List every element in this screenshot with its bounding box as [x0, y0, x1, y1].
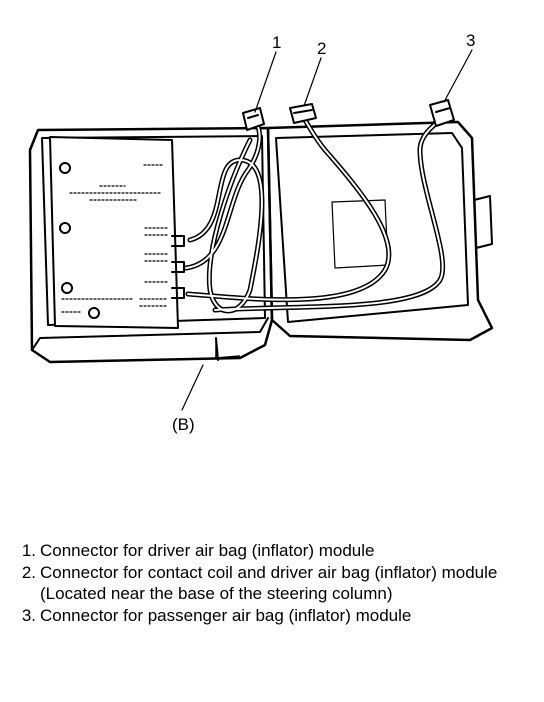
callout-1: 1	[272, 33, 281, 52]
legend-text: Connector for passenger air bag (inflato…	[40, 605, 412, 625]
legend-number: 3.	[21, 605, 36, 625]
legend: 1. Connector for driver air bag (inflato…	[0, 540, 544, 626]
part-label-b: (B)	[172, 415, 195, 434]
control-module-board	[49, 136, 185, 329]
legend-number: 1.	[21, 541, 36, 560]
leader-lines	[181, 49, 473, 411]
legend-text: Connector for contact coil and driver ai…	[40, 562, 498, 604]
legend-text: Connector for driver air bag (inflator) …	[40, 541, 375, 560]
legend-item: 1. Connector for driver air bag (inflato…	[0, 540, 544, 562]
legend-item: 2. Connector for contact coil and driver…	[0, 562, 544, 605]
callout-2: 2	[317, 39, 326, 58]
connector-1	[242, 107, 265, 131]
airbag-connector-case-illustration: 1 2 3 (B)	[28, 31, 494, 434]
legend-number: 2.	[21, 562, 36, 582]
legend-item: 3. Connector for passenger air bag (infl…	[0, 605, 544, 627]
callout-3: 3	[466, 31, 475, 50]
connector-3	[429, 99, 455, 127]
wire-harness	[183, 117, 446, 314]
connector-2	[289, 103, 317, 124]
